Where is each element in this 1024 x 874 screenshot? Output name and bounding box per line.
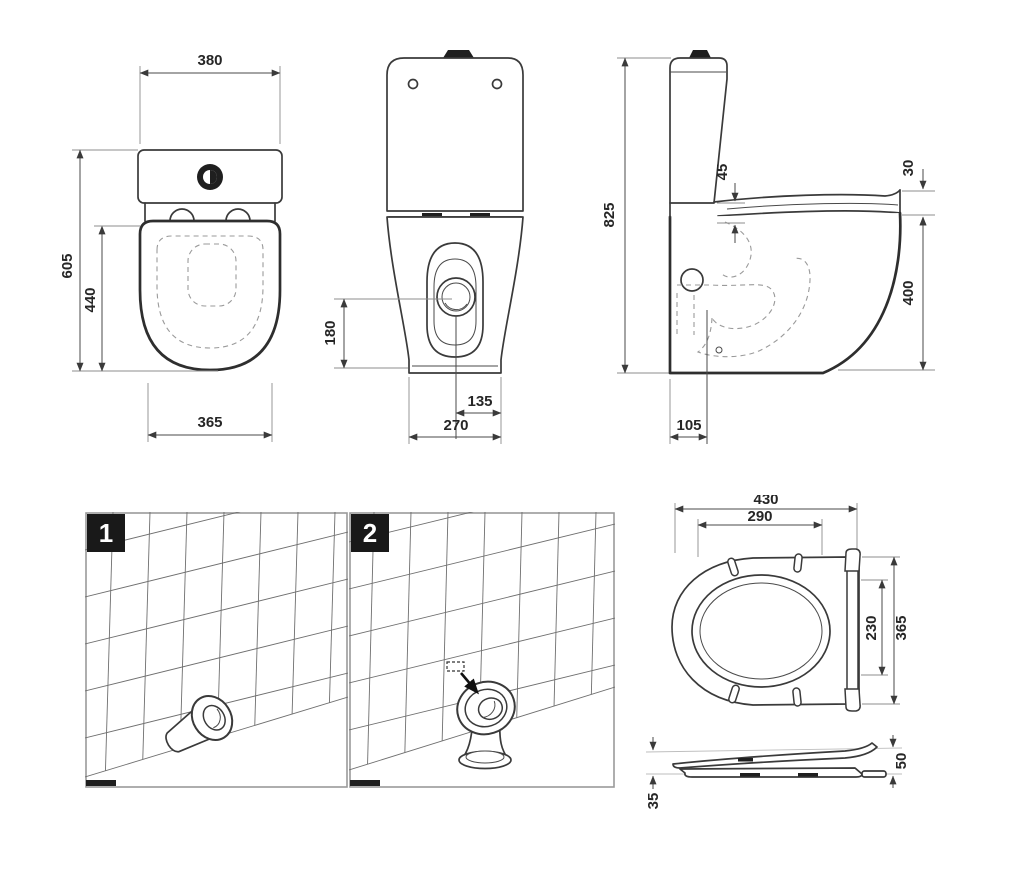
dim-label: 180 [322, 320, 339, 345]
floor-outlet-pipe [446, 661, 516, 770]
install-panel-1: 1 [85, 512, 348, 788]
wc-top-view-drawing: 380 605 [60, 52, 283, 442]
fixing-hole-right [491, 78, 503, 90]
dim-label: 270 [443, 417, 468, 434]
seat-opening [691, 574, 831, 688]
seat-bumper [798, 773, 818, 777]
dim-label: 440 [82, 287, 99, 312]
dim-label: 365 [197, 414, 222, 431]
dim-seat-mount-45: 45 [714, 164, 745, 243]
dim-seat-thickness-30: 30 [900, 160, 935, 237]
bowl-outline-top [138, 219, 282, 372]
flush-button [443, 50, 474, 58]
seat-top-view-drawing: 430 290 230 [671, 495, 910, 712]
hinge-foot [861, 770, 887, 778]
dim-front-thickness-35: 35 [645, 737, 662, 809]
hinge-slots [727, 553, 803, 707]
install-panel-2: 2 [349, 512, 615, 788]
dim-label: 50 [893, 753, 910, 770]
dim-label: 825 [601, 202, 618, 227]
hinge-bar [844, 548, 861, 712]
dim-seat-inner-width-290: 290 [697, 508, 823, 557]
cistern-side [669, 57, 728, 204]
flush-button [689, 50, 711, 58]
cistern-front [386, 57, 524, 212]
dim-label: 290 [747, 508, 772, 525]
direction-arrow [460, 672, 480, 695]
step-number: 2 [363, 518, 377, 548]
dim-seat-width-430: 430 [674, 495, 858, 553]
wc-front-view-drawing: 180 135 270 [322, 50, 524, 444]
seat-profile [672, 742, 887, 778]
dim-outlet-distance-105: 105 [669, 310, 708, 444]
dim-width-380: 380 [139, 52, 281, 144]
dim-label: 230 [863, 615, 880, 640]
wall-mark [446, 661, 465, 672]
seat-opening-dashed [156, 235, 264, 349]
internal-trap-dashed [676, 221, 811, 358]
dim-label: 605 [60, 253, 76, 278]
dim-outlet-offset-135: 135 [455, 377, 502, 420]
dim-bowl-depth-440: 440 [82, 225, 140, 372]
step-badge [87, 514, 125, 552]
step-badge [351, 514, 389, 552]
seat-hinges-top [144, 202, 276, 222]
dim-outlet-height-180: 180 [322, 298, 452, 369]
dim-bowl-width-365: 365 [147, 383, 273, 442]
dim-label: 380 [197, 52, 222, 69]
dim-label: 430 [753, 495, 778, 508]
seat-profile-side [713, 189, 901, 217]
dim-total-height-825: 825 [601, 57, 671, 374]
dim-hinge-height-50: 50 [889, 735, 910, 788]
dim-label: 135 [467, 393, 492, 410]
step-number: 1 [99, 518, 113, 548]
fixing-point [715, 346, 723, 354]
dim-label: 35 [645, 793, 662, 810]
dim-base-width-270: 270 [408, 377, 502, 444]
dim-depth-605: 605 [60, 149, 218, 372]
dim-seat-inner-depth-230: 230 [861, 579, 888, 676]
seat-bumper [740, 773, 760, 777]
dim-seat-depth-365: 365 [862, 556, 910, 705]
floor-mark [350, 780, 380, 786]
bowl-side [668, 211, 902, 375]
tiled-wall [349, 512, 615, 770]
dim-label: 30 [900, 160, 917, 177]
wall-outlet-pipe [165, 695, 234, 753]
dim-label: 45 [714, 164, 731, 181]
outlet-recess [426, 242, 484, 358]
dim-label: 105 [676, 417, 701, 434]
dim-label: 400 [900, 280, 917, 305]
water-area-dashed [187, 243, 237, 307]
seat-side-view-drawing: 50 35 [645, 735, 910, 809]
floor-mark [86, 780, 116, 786]
dim-rim-height-400: 400 [838, 216, 935, 371]
wc-side-view-drawing: 825 [601, 50, 935, 444]
fixing-hole-left [407, 78, 419, 90]
dim-label: 365 [893, 615, 910, 640]
cistern-top [137, 149, 283, 204]
supply-hole [680, 268, 704, 292]
